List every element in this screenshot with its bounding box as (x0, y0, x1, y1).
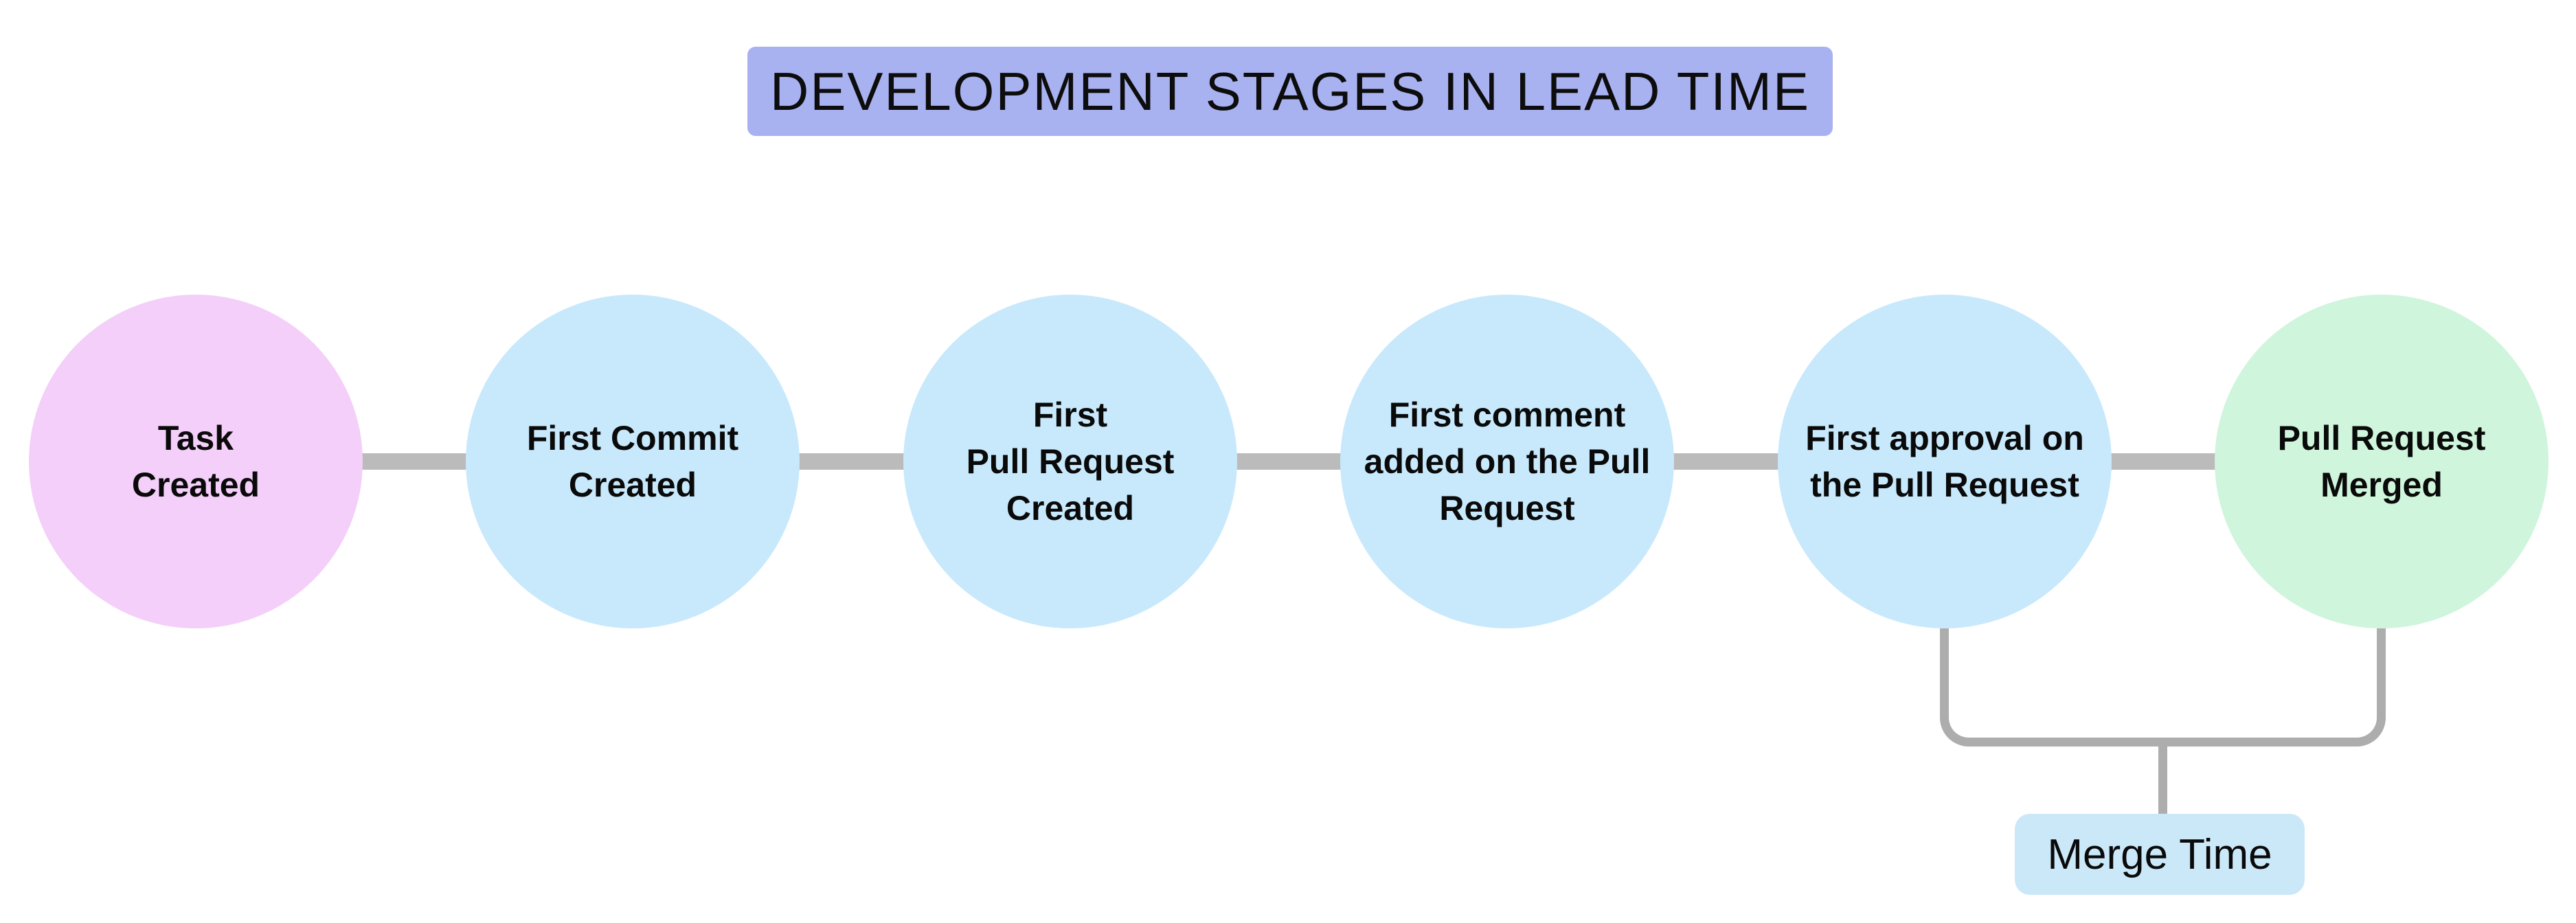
merge-time-bracket (1940, 628, 2386, 747)
stage-circle-pull-request-merged: Pull Request Merged (2215, 295, 2549, 628)
diagram-title: DEVELOPMENT STAGES IN LEAD TIME (747, 47, 1833, 136)
stage-circle-first-approval: First approval on the Pull Request (1778, 295, 2112, 628)
stage-circle-task-created: Task Created (29, 295, 363, 628)
stage-circle-first-commit-created: First Commit Created (466, 295, 800, 628)
merge-time-label: Merge Time (2015, 814, 2305, 895)
stage-circle-first-pull-request-created: First Pull Request Created (903, 295, 1237, 628)
stage-circle-first-comment-added: First comment added on the Pull Request (1340, 295, 1674, 628)
merge-time-bracket-stem (2158, 742, 2167, 815)
